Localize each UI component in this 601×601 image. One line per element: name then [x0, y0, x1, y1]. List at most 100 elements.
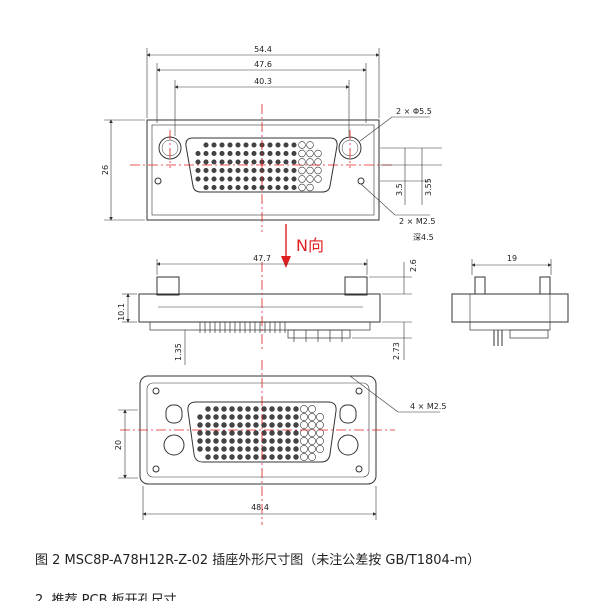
pin — [267, 159, 273, 165]
end-body — [451, 293, 569, 323]
pin — [261, 422, 267, 428]
pin — [229, 406, 235, 412]
pin — [221, 438, 227, 444]
pin — [269, 446, 275, 452]
pin — [306, 141, 314, 149]
pin — [227, 151, 233, 157]
pin — [245, 454, 251, 460]
pin — [197, 422, 203, 428]
pin — [237, 438, 243, 444]
pin — [277, 438, 283, 444]
pin — [219, 185, 225, 191]
pin — [283, 151, 289, 157]
pin — [237, 422, 243, 428]
top-thread-left — [154, 177, 162, 185]
pin — [221, 446, 227, 452]
pin — [308, 437, 316, 445]
top-centerlines — [130, 104, 395, 232]
pin — [291, 159, 297, 165]
pin — [283, 168, 289, 174]
pin — [291, 185, 297, 191]
pin — [245, 430, 251, 436]
pin — [245, 446, 251, 452]
pin — [235, 176, 241, 182]
end-view — [451, 276, 569, 346]
pin — [251, 168, 257, 174]
pin — [213, 438, 219, 444]
pin — [267, 142, 273, 148]
pin — [269, 438, 275, 444]
pin — [221, 430, 227, 436]
pin — [253, 414, 259, 420]
pin — [308, 453, 316, 461]
pin — [306, 158, 314, 166]
bottom-insert-outline — [187, 401, 337, 463]
pin — [300, 429, 308, 437]
pin — [277, 422, 283, 428]
pin — [243, 159, 249, 165]
pin — [221, 406, 227, 412]
pin — [237, 414, 243, 420]
pin — [203, 151, 209, 157]
pin — [235, 159, 241, 165]
side-body — [138, 293, 381, 323]
pin — [205, 422, 211, 428]
pin — [277, 414, 283, 420]
pin — [237, 406, 243, 412]
pin — [213, 454, 219, 460]
pin — [285, 438, 291, 444]
pin — [229, 430, 235, 436]
pin — [251, 159, 257, 165]
pin — [229, 414, 235, 420]
pin — [213, 414, 219, 420]
pin — [269, 454, 275, 460]
pin — [219, 176, 225, 182]
pin — [293, 430, 299, 436]
dim-top-height: 26 — [101, 165, 110, 175]
pin — [293, 438, 299, 444]
pin — [291, 168, 297, 174]
pin — [205, 430, 211, 436]
pin — [308, 405, 316, 413]
pin — [267, 168, 273, 174]
pin — [316, 429, 324, 437]
dim-10-1: 10.1 — [117, 303, 126, 321]
pin — [219, 142, 225, 148]
bottom-centerlines — [120, 360, 395, 525]
pin — [245, 438, 251, 444]
pin — [195, 151, 201, 157]
pin — [308, 429, 316, 437]
pin — [293, 446, 299, 452]
pin — [306, 175, 314, 183]
pin — [211, 142, 217, 148]
pin — [237, 446, 243, 452]
pin — [235, 185, 241, 191]
pin — [237, 430, 243, 436]
pin — [221, 414, 227, 420]
pin — [221, 422, 227, 428]
note-depth: 深4.5 — [413, 233, 434, 242]
pin — [283, 159, 289, 165]
figure-caption: 图 2 MSC8P-A78H12R-Z-02 插座外形尺寸图（未注公差按 GB/… — [35, 553, 481, 568]
pin — [277, 406, 283, 412]
pin — [235, 142, 241, 148]
pin — [275, 185, 281, 191]
pin — [277, 430, 283, 436]
pin — [293, 454, 299, 460]
pin — [245, 406, 251, 412]
pin — [213, 406, 219, 412]
side-view — [138, 276, 381, 339]
pin — [197, 430, 203, 436]
top-insert-outline — [185, 137, 338, 193]
pin — [293, 406, 299, 412]
dim-side-width: 47.7 — [253, 254, 271, 263]
pin — [213, 422, 219, 428]
pin — [316, 445, 324, 453]
pin — [285, 406, 291, 412]
pin — [251, 176, 257, 182]
pin — [205, 406, 211, 412]
note-hole: 2 × Φ5.5 — [396, 107, 432, 116]
pin — [243, 151, 249, 157]
